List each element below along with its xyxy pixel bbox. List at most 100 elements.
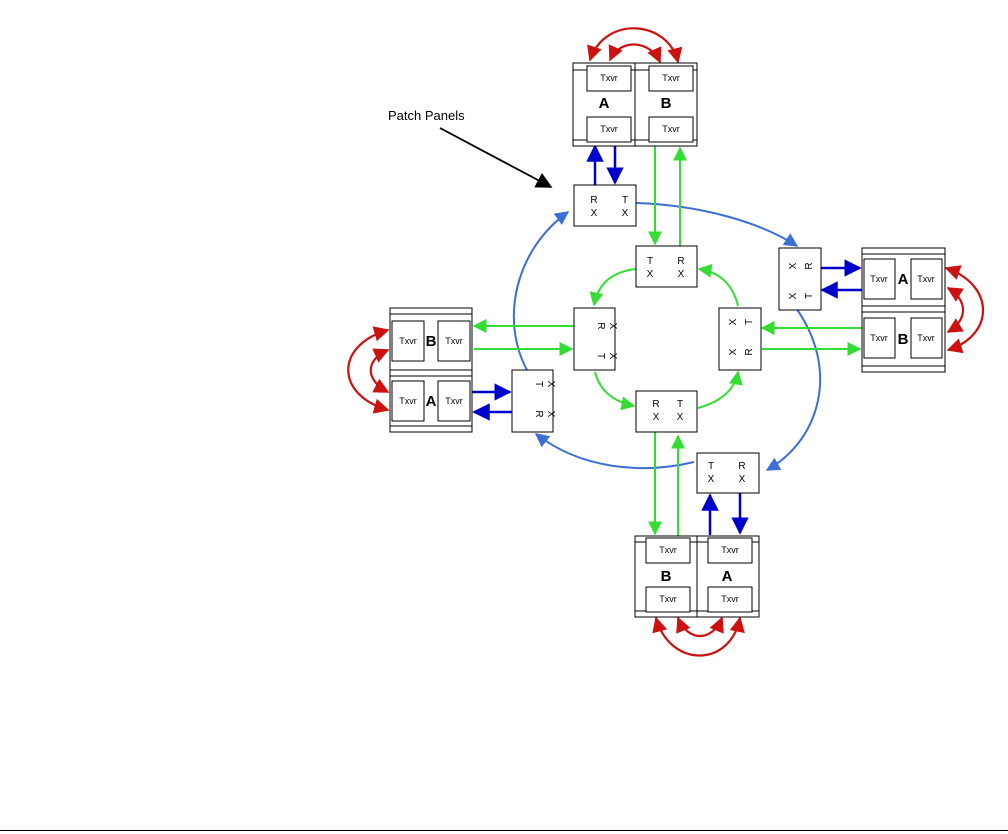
transceiver-label: Txvr [917, 274, 935, 284]
port-tx-letter: X [677, 412, 684, 423]
port-rx-letter: X [591, 208, 598, 219]
transceiver-label: Txvr [870, 333, 888, 343]
transceiver-label: Txvr [659, 594, 677, 604]
patch-panel-right-outer [778, 247, 822, 311]
ring-arc-top [635, 202, 799, 247]
transceiver [863, 258, 896, 300]
patch-panels-pointer [439, 127, 553, 188]
module-label-b: B [898, 331, 909, 348]
inner-arc-bl [594, 371, 636, 411]
port-tx-letter: T [533, 381, 544, 387]
transceiver [910, 317, 943, 359]
inner-arc-tl [589, 268, 637, 307]
red-loop-top-inner [608, 43, 662, 64]
transceiver [648, 65, 694, 92]
ring-arc-left [512, 211, 570, 371]
inner-arc-br [697, 370, 743, 409]
port-tx-letter: T [622, 195, 628, 206]
transceiver-label: Txvr [600, 73, 618, 83]
port-tx-letter: X [708, 474, 715, 485]
transceiver-label: Txvr [662, 73, 680, 83]
transceiver [707, 586, 753, 613]
red-loop-left-inner [369, 348, 390, 393]
red-loops [347, 27, 984, 657]
patch-panel-top-outer [573, 184, 637, 227]
port-tx-letter: T [708, 461, 714, 472]
port-rx-letter: R [804, 262, 815, 269]
inner-arc-tr [697, 263, 739, 307]
transceiver-label: Txvr [399, 396, 417, 406]
module-label-b: B [426, 333, 437, 350]
port-rx-letter: X [653, 412, 660, 423]
transceiver-label: Txvr [721, 545, 739, 555]
transceiver-label: Txvr [870, 274, 888, 284]
transceiver-label: Txvr [659, 545, 677, 555]
red-loop-right-inner [946, 287, 964, 333]
port-rx-letter: X [678, 269, 685, 280]
transceiver [437, 380, 471, 422]
module-label-a: A [426, 393, 437, 410]
port-rx-letter: R [595, 322, 606, 329]
blue-links [472, 144, 862, 535]
transceiver [648, 116, 694, 143]
port-tx-letter: T [595, 353, 606, 359]
port-tx-letter: X [728, 318, 739, 325]
transceiver [586, 65, 632, 92]
transceiver-label: Txvr [721, 594, 739, 604]
ring-arc-bottom [534, 433, 695, 470]
port-rx-letter: R [533, 410, 544, 417]
transceiver-label: Txvr [917, 333, 935, 343]
port-tx-letter: T [647, 256, 653, 267]
chassis-right [861, 247, 946, 373]
port-rx-letter: R [677, 256, 684, 267]
page-bottom-rule [0, 830, 1008, 831]
port-tx-letter: X [622, 208, 629, 219]
outer-ring [512, 202, 822, 471]
transceiver [391, 380, 425, 422]
transceiver-label: Txvr [445, 396, 463, 406]
chassis-top [572, 62, 698, 147]
transceiver-label: Txvr [399, 336, 417, 346]
red-loop-top-outer [587, 27, 683, 64]
module-label-a: A [599, 95, 610, 112]
module-label-a: A [898, 271, 909, 288]
patch-panels-label: Patch Panels [388, 108, 465, 123]
port-rx-letter: X [739, 474, 746, 485]
transceiver-label: Txvr [445, 336, 463, 346]
red-loop-right-outer [944, 265, 984, 354]
module-label-b: B [661, 568, 672, 585]
transceiver [863, 317, 896, 359]
transceiver-label: Txvr [600, 124, 618, 134]
patch-panel-left-inner [573, 307, 616, 371]
transceiver [645, 537, 691, 564]
chassis-bottom [634, 535, 760, 618]
transceiver [391, 320, 425, 362]
red-loop-left-outer [347, 326, 390, 414]
transceiver [910, 258, 943, 300]
inner-ring [589, 263, 743, 411]
transceiver [707, 537, 753, 564]
red-loop-bottom-outer [652, 616, 745, 657]
transceiver [645, 586, 691, 613]
port-tx-letter: X [788, 292, 799, 299]
red-loop-bottom-inner [676, 616, 724, 637]
module-label-a: A [722, 568, 733, 585]
ring-arc-right [765, 307, 822, 471]
port-tx-letter: X [607, 353, 618, 360]
port-rx-letter: R [590, 195, 597, 206]
patch-panel-top-inner [635, 245, 698, 288]
patch-panel-bottom-outer [696, 452, 760, 494]
module-label-b: B [661, 95, 672, 112]
port-tx-letter: X [647, 269, 654, 280]
port-tx-letter: T [804, 293, 815, 299]
patch-panel-bottom-inner [635, 390, 698, 433]
green-links [472, 146, 862, 536]
transceiver [437, 320, 471, 362]
chassis-left [389, 307, 473, 433]
port-rx-letter: X [545, 411, 556, 418]
port-rx-letter: X [728, 348, 739, 355]
port-tx-letter: T [677, 399, 683, 410]
transceiver-label: Txvr [662, 124, 680, 134]
transceiver [586, 116, 632, 143]
